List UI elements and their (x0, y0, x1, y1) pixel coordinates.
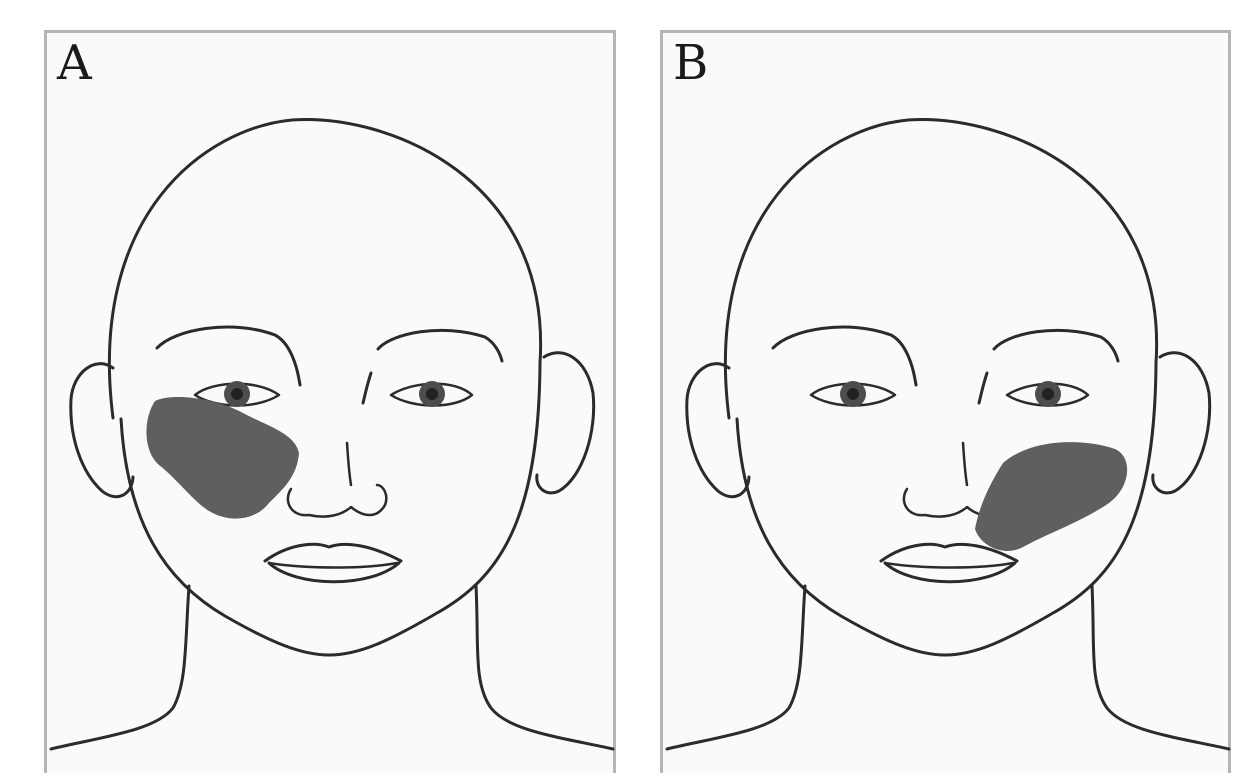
nose-bridge (963, 443, 967, 485)
skin-mark-a (146, 397, 299, 519)
eyebrow-left (994, 330, 1118, 361)
neck-left (51, 586, 189, 749)
nose-base (288, 485, 386, 517)
left-ear (687, 364, 749, 497)
right-ear (1153, 353, 1210, 493)
eyebrow-left-tail (363, 373, 371, 403)
eyebrow-left (378, 330, 502, 361)
upper-lip (265, 544, 401, 561)
pupil-left (1042, 388, 1054, 400)
head-outline (725, 119, 1156, 418)
neck-left (667, 586, 805, 749)
pupil-left (426, 388, 438, 400)
panel-b: B (660, 30, 1231, 773)
eyebrow-right (157, 327, 300, 385)
lip-line (269, 563, 397, 568)
pupil-right (847, 388, 859, 400)
left-ear (71, 364, 133, 497)
neck-right (1092, 586, 1229, 749)
eyebrow-right (773, 327, 916, 385)
head-outline (109, 119, 540, 418)
pupil-right (231, 388, 243, 400)
neck-right (476, 586, 613, 749)
face-outline-b (663, 33, 1229, 776)
right-ear (537, 353, 594, 493)
lip-line (885, 563, 1013, 568)
face-outline-a (47, 33, 613, 776)
panel-a: A (44, 30, 616, 773)
skin-mark-b (975, 442, 1127, 551)
eyebrow-left-tail (979, 373, 987, 403)
nose-bridge (347, 443, 351, 485)
